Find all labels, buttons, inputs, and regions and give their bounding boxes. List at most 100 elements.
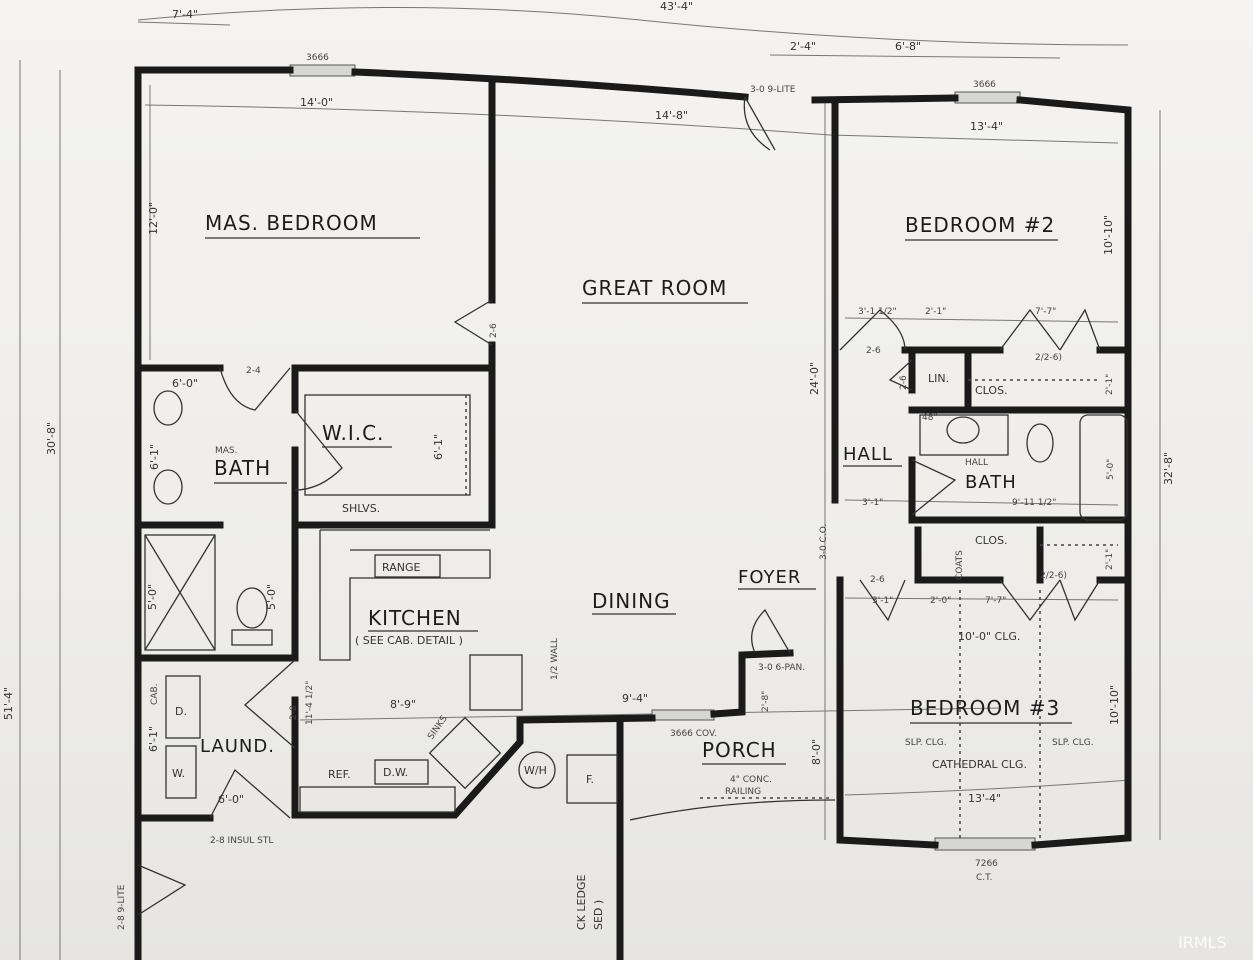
doors bbox=[137, 96, 1101, 916]
dim-text: 2'-0" bbox=[930, 596, 951, 606]
water-heater-icon bbox=[518, 751, 556, 789]
dim-text: 3'-1" bbox=[872, 596, 893, 606]
dim-text: 30'-8" bbox=[45, 422, 58, 455]
dim-text: 2-6 bbox=[489, 323, 499, 338]
dim-text: 14'-8" bbox=[655, 109, 688, 122]
dim-text: 3'-1" bbox=[862, 498, 883, 508]
label-porch-railing: RAILING bbox=[725, 787, 761, 797]
dim-text: 2'-1" bbox=[1105, 549, 1115, 570]
label-coats: COATS bbox=[955, 550, 965, 580]
door-swing bbox=[209, 768, 291, 819]
label-half-wall: 1/2 WALL bbox=[550, 638, 560, 680]
dim-text: 2-6 bbox=[870, 575, 885, 585]
furnace-icon bbox=[566, 754, 618, 804]
dim-text: 2'-1" bbox=[1105, 374, 1115, 395]
dim-text: 7'-7" bbox=[985, 596, 1006, 606]
dim-text: 10'-10" bbox=[1102, 215, 1115, 255]
door-swing bbox=[911, 459, 957, 516]
room-label-wic: W.I.C. bbox=[322, 421, 384, 445]
room-label-hall-bath: BATH bbox=[965, 472, 1017, 493]
dim-overall: 43'-4" bbox=[660, 0, 693, 13]
label-closet: CLOS. bbox=[975, 534, 1008, 547]
dim-text: 3'-1 1/2" bbox=[858, 307, 897, 317]
window bbox=[289, 64, 356, 77]
dim-text: 5'-0" bbox=[265, 584, 278, 610]
dim-text: 2'-1" bbox=[925, 307, 946, 317]
dim-text: 2'-8" bbox=[761, 691, 771, 712]
door-swing bbox=[839, 309, 906, 351]
label-door-spec: 2-8 9-LITE bbox=[117, 884, 127, 930]
door-swing bbox=[137, 864, 187, 916]
dim-text: 9'-4" bbox=[622, 692, 648, 705]
door-swing bbox=[743, 96, 776, 151]
dim-text: 6'-0" bbox=[172, 377, 198, 390]
label-furnace: F. bbox=[586, 773, 594, 786]
door-swing bbox=[453, 299, 493, 346]
dim-text: 10'-10" bbox=[1108, 685, 1121, 725]
dim-text: 9'-11 1/2" bbox=[1012, 498, 1056, 508]
dim-text: 2-6 bbox=[899, 375, 909, 390]
dim-text: 13'-4" bbox=[968, 792, 1001, 805]
dim-text: 6'-1" bbox=[147, 726, 160, 752]
dim-text: 13'-4" bbox=[970, 120, 1003, 133]
label-window-spec: 3666 bbox=[973, 80, 996, 90]
door-swing bbox=[244, 659, 296, 749]
room-label-dining: DINING bbox=[592, 589, 671, 613]
sink-icon bbox=[946, 416, 980, 444]
dim-text: 2-4 bbox=[246, 366, 261, 376]
dim-text: 2'-4" bbox=[790, 40, 816, 53]
label-cabinet: CAB. bbox=[150, 684, 160, 705]
dim-text: 6'-8" bbox=[895, 40, 921, 53]
dim-text: 12'-0" bbox=[147, 202, 160, 235]
dim-text: 51'-4" bbox=[2, 687, 15, 720]
bifold-door bbox=[999, 308, 1101, 351]
label-shelves: SHLVS. bbox=[342, 502, 380, 515]
room-label-mas-bath-prefix: MAS. bbox=[215, 446, 238, 456]
label-dishwasher: D.W. bbox=[383, 766, 408, 779]
dim-text: 6'-0" bbox=[218, 793, 244, 806]
toilet-icon bbox=[236, 587, 268, 629]
dim-text: 8'-0" bbox=[810, 739, 823, 765]
label-ct: C.T. bbox=[976, 873, 992, 883]
label-porch-note: 4" CONC. bbox=[730, 775, 772, 785]
label-range: RANGE bbox=[382, 561, 420, 574]
sink-icon bbox=[153, 390, 183, 426]
window bbox=[651, 709, 715, 721]
dim-text: 5'-0" bbox=[1106, 459, 1116, 480]
label-window-spec: 3666 bbox=[306, 53, 329, 63]
room-label-laundry: LAUND. bbox=[200, 736, 275, 757]
label-sloped-ceiling: SLP. CLG. bbox=[1052, 738, 1094, 748]
annotations: RANGE SHLVS. LIN. CLOS. CLOS. COATS REF.… bbox=[117, 53, 1094, 930]
dim-text: 3-0 C.O. bbox=[819, 524, 829, 560]
dim-text: 5'-0" bbox=[146, 584, 159, 610]
label-sloped-ceiling: SLP. CLG. bbox=[905, 738, 947, 748]
label-ledge-note: SED ) bbox=[592, 900, 605, 930]
watermark: IRMLS bbox=[1178, 933, 1227, 952]
dim-text: 7'-4" bbox=[172, 8, 198, 21]
room-label-master-bedroom: MAS. BEDROOM bbox=[205, 211, 378, 235]
dim-text: 14'-0" bbox=[300, 96, 333, 109]
room-label-porch: PORCH bbox=[702, 738, 777, 762]
walls bbox=[134, 66, 1132, 960]
label-dryer: D. bbox=[175, 705, 187, 718]
label-closet: CLOS. bbox=[975, 384, 1008, 397]
dim-text: 2/2-6) bbox=[1035, 353, 1062, 363]
toilet-icon bbox=[1026, 423, 1054, 463]
room-label-bedroom-2: BEDROOM #2 bbox=[905, 213, 1055, 237]
label-linen: LIN. bbox=[928, 372, 949, 385]
label-ledge: CK LEDGE bbox=[575, 875, 588, 930]
dim-text: 2/2-6) bbox=[1040, 571, 1067, 581]
label-window-spec: 7266 bbox=[975, 859, 998, 869]
door-swing bbox=[219, 367, 291, 411]
label-vanity-size: 48" bbox=[922, 413, 938, 423]
dim-text: 7'-7" bbox=[1035, 307, 1056, 317]
window bbox=[934, 837, 1036, 851]
label-door-spec: 3-0 9-LITE bbox=[750, 85, 796, 95]
window bbox=[954, 91, 1021, 104]
dim-text: 6'-1" bbox=[432, 434, 445, 460]
room-label-great-room: GREAT ROOM bbox=[582, 276, 727, 300]
door-swing bbox=[294, 409, 343, 491]
room-label-foyer: FOYER bbox=[738, 567, 801, 588]
label-cathedral-ceiling: CATHEDRAL CLG. bbox=[932, 758, 1027, 771]
dim-text: 6'-1" bbox=[148, 444, 161, 470]
